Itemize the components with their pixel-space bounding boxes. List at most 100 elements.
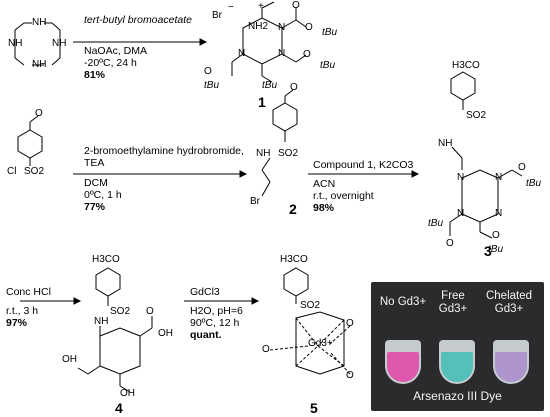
- photo-label-no-gd: No Gd3+: [379, 296, 427, 308]
- compound-4-label: 4: [115, 400, 123, 416]
- c2-nh: NH: [256, 148, 271, 159]
- c1-n2: N: [238, 48, 246, 59]
- c1-tbu3: tBu: [204, 80, 220, 91]
- c2-br: Br: [250, 196, 260, 207]
- c3-n4: N: [495, 208, 503, 219]
- c1-nh2: NH2: [248, 21, 269, 32]
- c5-o2: O: [262, 344, 270, 355]
- step3-reagent: Compound 1, K2CO3: [313, 159, 414, 171]
- tube-chelated-gd: [493, 340, 529, 384]
- c3-n1: N: [457, 172, 465, 183]
- photo-label-free-gd: Free Gd3+: [438, 290, 468, 315]
- step1-conditions-below: NaOAc, DMA -20ºC, 24 h 81%: [84, 45, 147, 81]
- c5-o3: O: [346, 370, 354, 381]
- cyclen-structure: [14, 22, 61, 66]
- cyclen-nh-2: NH: [32, 59, 47, 70]
- step4-yield: 97%: [6, 317, 28, 329]
- c1-plus: +: [258, 1, 264, 12]
- step2-conditions-above: 2-bromoethylamine hydrobromide, TEA: [84, 145, 244, 169]
- tube-no-gd-liquid: [387, 352, 419, 382]
- compound-2-structure: [261, 89, 298, 197]
- c1-n3: N: [278, 48, 286, 59]
- c4-nh: NH: [94, 316, 109, 327]
- step3-cond2: r.t., overnight: [313, 190, 374, 202]
- step4-cond1: r.t., 3 h: [6, 305, 39, 317]
- c1-tbu4: tBu: [262, 80, 278, 91]
- step3-conditions-below: ACN r.t., overnight 98%: [313, 178, 374, 214]
- c3-o3: O: [492, 230, 500, 241]
- c5-och3: H3CO: [280, 254, 308, 265]
- c4-oh3: OH: [120, 388, 135, 399]
- step1-cond2: -20ºC, 24 h: [84, 57, 137, 69]
- c4-o: O: [146, 306, 154, 317]
- ms-cl: Cl: [7, 166, 17, 177]
- compound-5-label: 5: [310, 400, 318, 416]
- step3-cond1: ACN: [313, 178, 336, 190]
- c1-o1: O: [292, 0, 300, 11]
- c3-tbu3: tBu: [488, 244, 504, 255]
- c3-o1: O: [518, 162, 526, 173]
- c1-tbu1: tBu: [322, 27, 338, 38]
- arsenazo-photo: No Gd3+ Free Gd3+ Chelated Gd3+ Arsenazo…: [371, 282, 544, 411]
- c1-o3: O: [303, 49, 311, 60]
- c3-o2: O: [446, 238, 454, 249]
- c3-tbu1: tBu: [526, 178, 542, 189]
- step4-conditions-below: r.t., 3 h 97%: [6, 305, 38, 329]
- step5-cond2: 90ºC, 12 h: [190, 317, 240, 329]
- step1-cond1: NaOAc, DMA: [84, 45, 148, 57]
- c5-so2: SO2: [300, 300, 321, 311]
- c1-minus: −: [228, 2, 234, 13]
- step2-yield: 77%: [84, 201, 106, 213]
- photo-caption: Arsenazo III Dye: [413, 389, 502, 403]
- compound-2-label: 2: [289, 201, 297, 217]
- step5-cond1: H2O, pH=6: [190, 305, 243, 317]
- tube-free-gd-liquid: [441, 352, 473, 382]
- c4-so2: SO2: [110, 306, 131, 317]
- ms-so2: SO2: [24, 166, 45, 177]
- c3-nh: NH: [438, 138, 453, 149]
- step5-yield: quant.: [190, 329, 222, 341]
- step2-reagent2: TEA: [84, 157, 105, 169]
- compound-1-structure: [231, 1, 307, 83]
- step2-conditions-below: DCM 0ºC, 1 h 77%: [84, 177, 122, 213]
- tube-no-gd: [385, 340, 421, 384]
- c1-br: Br: [212, 10, 222, 21]
- compound-1-label: 1: [258, 94, 266, 110]
- c1-o4: O: [204, 66, 212, 77]
- step2-cond2: 0ºC, 1 h: [84, 189, 122, 201]
- c5-gd: Gd3+: [308, 338, 333, 349]
- step3-yield: 98%: [313, 202, 335, 214]
- sulfonyl-chloride-structure: [17, 115, 43, 166]
- step1-yield: 81%: [84, 69, 106, 81]
- ms-o: O: [35, 108, 43, 119]
- c3-tbu2: tBu: [428, 218, 444, 229]
- c1-tbu2: tBu: [320, 60, 336, 71]
- step4-conditions-above: Conc HCl: [6, 286, 51, 298]
- cyclen-nh-4: NH: [52, 38, 67, 49]
- tube-chelated-gd-liquid: [495, 352, 527, 382]
- cyclen-nh-1: NH: [32, 17, 47, 28]
- c3-n2: N: [495, 172, 503, 183]
- c1-o2: O: [305, 22, 313, 33]
- photo-label-chelated-gd: Chelated Gd3+: [485, 290, 533, 315]
- c2-o: O: [290, 82, 298, 93]
- step1-conditions: tert-butyl bromoacetate: [84, 14, 192, 26]
- step2-reagent1: 2-bromoethylamine hydrobromide,: [84, 145, 244, 157]
- step5-reagent: GdCl3: [190, 286, 220, 298]
- c4-oh2: OH: [62, 354, 77, 365]
- compound-4-structure: [77, 267, 153, 393]
- step4-reagent: Conc HCl: [6, 286, 51, 298]
- c2-so2: SO2: [278, 148, 299, 159]
- step2-cond1: DCM: [84, 177, 108, 189]
- compound-3-structure: [449, 71, 523, 239]
- c3-so2: SO2: [466, 110, 487, 121]
- c4-oh1: OH: [158, 328, 173, 339]
- compound-5-structure: [269, 267, 351, 375]
- step5-conditions-above: GdCl3: [190, 286, 220, 298]
- step5-conditions-below: H2O, pH=6 90ºC, 12 h quant.: [190, 305, 243, 341]
- cyclen-nh-3: NH: [8, 38, 23, 49]
- c3-n3: N: [457, 208, 465, 219]
- c1-n1: N: [278, 22, 286, 33]
- c5-o1: O: [346, 318, 354, 329]
